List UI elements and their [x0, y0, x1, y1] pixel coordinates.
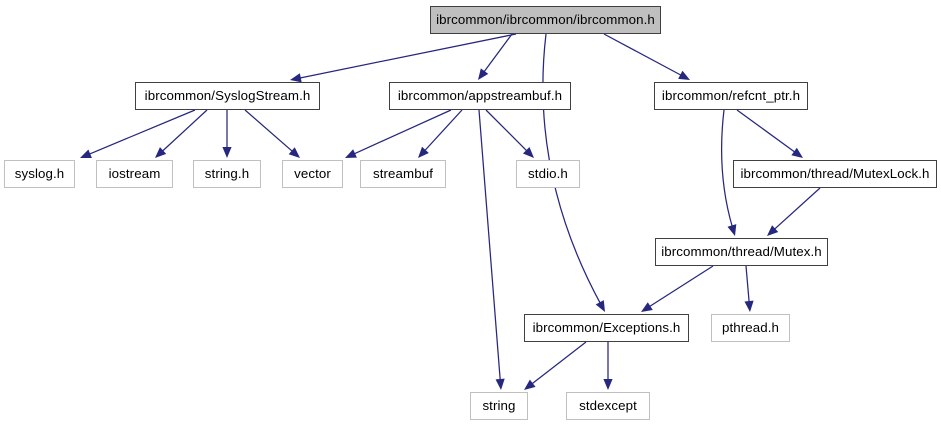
graph-node-label: string.h: [204, 166, 250, 182]
edge-root-to-refcntptr: [603, 33, 683, 77]
edge-exceptions-to-stringcpp: [530, 341, 587, 385]
graph-node-label: ibrcommon/thread/MutexLock.h: [740, 166, 930, 182]
graph-node-pthreadh[interactable]: pthread.h: [711, 314, 790, 342]
edge-root-to-appstreambuf: [482, 33, 513, 74]
graph-node-root[interactable]: ibrcommon/ibrcommon/ibrcommon.h: [430, 6, 661, 34]
graph-node-label: syslog.h: [14, 166, 65, 182]
edge-arrowhead: [80, 149, 92, 159]
edge-arrowhead: [744, 300, 754, 312]
graph-node-sysloghdr[interactable]: syslog.h: [4, 160, 75, 188]
edge-arrowhead: [791, 147, 803, 158]
edge-appstreambuf-to-vector: [352, 109, 452, 155]
graph-node-stringcpp[interactable]: string: [470, 392, 528, 420]
edge-arrowhead: [767, 225, 779, 236]
edge-arrowhead: [222, 147, 232, 158]
edge-arrowhead: [418, 146, 429, 158]
graph-node-streambuf[interactable]: streambuf: [360, 160, 446, 188]
graph-node-label: vector: [294, 166, 331, 182]
graph-node-label: ibrcommon/refcnt_ptr.h: [661, 88, 801, 104]
graph-node-syslogstream[interactable]: ibrcommon/SyslogStream.h: [135, 82, 320, 110]
graph-node-vector[interactable]: vector: [282, 160, 343, 188]
edge-arrowhead: [603, 379, 613, 390]
graph-node-exceptions[interactable]: ibrcommon/Exceptions.h: [524, 314, 689, 342]
graph-node-stdioh[interactable]: stdio.h: [516, 160, 580, 188]
graph-node-label: stdexcept: [579, 398, 637, 414]
edge-syslogstream-to-iostream: [161, 109, 208, 153]
edge-syslogstream-to-vector: [244, 109, 294, 153]
edge-arrowhead: [524, 379, 536, 390]
edge-arrowhead: [290, 73, 302, 83]
edge-refcntptr-to-mutex: [721, 109, 734, 228]
edge-appstreambuf-to-stdioh: [485, 109, 529, 153]
graph-node-label: string: [482, 398, 516, 414]
edge-mutex-to-pthreadh: [745, 265, 750, 304]
edge-arrowhead: [155, 147, 167, 158]
graph-node-label: streambuf: [372, 166, 434, 182]
edge-refcntptr-to-mutexlock: [736, 109, 797, 154]
graph-node-appstreambuf[interactable]: ibrcommon/appstreambuf.h: [389, 82, 571, 110]
graph-node-mutex[interactable]: ibrcommon/thread/Mutex.h: [655, 238, 828, 266]
graph-node-refcntptr[interactable]: ibrcommon/refcnt_ptr.h: [654, 82, 808, 110]
edge-arrowhead: [522, 146, 534, 158]
edge-arrowhead: [288, 147, 300, 158]
edge-mutexlock-to-mutex: [773, 187, 821, 231]
graph-node-iostream[interactable]: iostream: [96, 160, 173, 188]
graph-node-label: pthread.h: [721, 320, 780, 336]
edge-arrowhead: [641, 302, 653, 312]
graph-node-stringh[interactable]: string.h: [193, 160, 261, 188]
graph-node-mutexlock[interactable]: ibrcommon/thread/MutexLock.h: [733, 160, 937, 188]
edge-arrowhead: [727, 224, 737, 236]
edge-arrowhead: [595, 300, 605, 312]
edge-arrowhead: [345, 149, 357, 158]
graph-node-label: ibrcommon/ibrcommon/ibrcommon.h: [436, 12, 655, 28]
graph-node-label: ibrcommon/SyslogStream.h: [144, 88, 311, 104]
graph-node-label: ibrcommon/appstreambuf.h: [397, 88, 563, 104]
graph-node-stdexcept[interactable]: stdexcept: [566, 392, 650, 420]
graph-node-label: ibrcommon/Exceptions.h: [532, 320, 681, 336]
edge-root-to-syslogstream: [298, 33, 517, 79]
edge-appstreambuf-to-stringcpp: [478, 109, 501, 382]
graph-node-label: iostream: [108, 166, 161, 182]
edge-mutex-to-exceptions: [648, 265, 714, 308]
edge-syslogstream-to-sysloghdr: [88, 109, 196, 156]
graph-node-label: stdio.h: [528, 166, 568, 182]
graph-node-label: ibrcommon/thread/Mutex.h: [661, 244, 822, 260]
edge-appstreambuf-to-streambuf: [423, 109, 463, 152]
edge-arrowhead: [478, 68, 489, 80]
edge-arrowhead: [495, 378, 505, 390]
edge-arrowhead: [678, 70, 690, 80]
